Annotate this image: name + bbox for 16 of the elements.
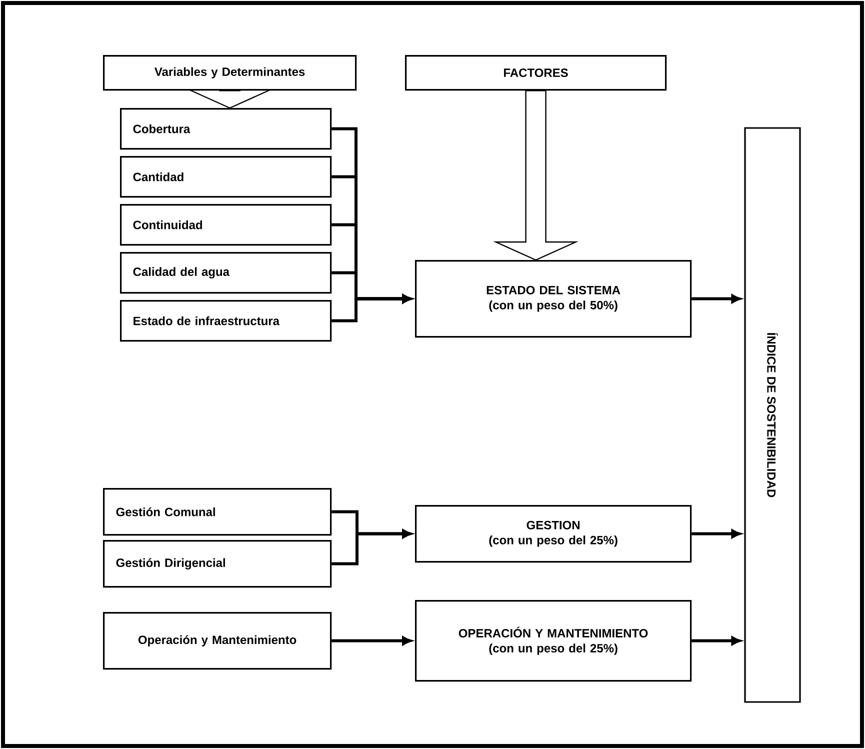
factor-box: OPERACIÓN Y MANTENIMIENTO (con un peso del 25%) bbox=[415, 600, 692, 682]
block-arrow bbox=[187, 89, 273, 109]
factor-box: GESTION (con un peso del 25%) bbox=[415, 505, 692, 563]
header-box: FACTORES bbox=[405, 55, 667, 91]
variable-box: Cobertura bbox=[120, 108, 332, 150]
variable-box: Continuidad bbox=[120, 204, 332, 246]
variable-box: Calidad del agua bbox=[120, 252, 332, 294]
variable-box: Cantidad bbox=[120, 156, 332, 198]
variable-box: Gestión Dirigencial bbox=[103, 540, 332, 588]
header-box: Variables y Determinantes bbox=[103, 55, 357, 91]
block-arrow bbox=[493, 90, 579, 261]
index-box: ÍNDICE DE SOSTENIBILIDAD bbox=[744, 127, 801, 703]
variable-box: Gestión Comunal bbox=[103, 488, 332, 536]
variable-box: Operación y Mantenimiento bbox=[103, 612, 332, 670]
factor-box: ESTADO DEL SISTEMA (con un peso del 50%) bbox=[415, 260, 692, 338]
variable-box: Estado de infraestructura bbox=[120, 300, 332, 342]
